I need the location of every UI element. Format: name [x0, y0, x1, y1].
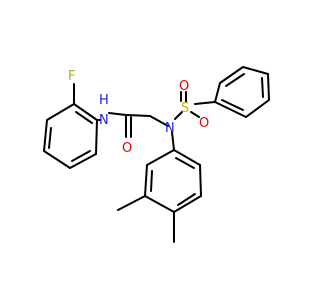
atom-n-sulfonamide: N — [165, 121, 175, 136]
bond-ch2-n — [149, 115, 169, 127]
dimethylphenyl-ring — [144, 149, 202, 213]
bond-s-phenyl — [194, 101, 216, 105]
molecule-svg: F H N O N S O O — [43, 66, 270, 243]
bond-carbonyl-ch2 — [125, 114, 151, 117]
atom-o-carbonyl: O — [122, 141, 132, 156]
fluorophenyl-ring — [43, 103, 98, 169]
atom-f: F — [68, 69, 75, 84]
atom-s: S — [181, 101, 189, 116]
atom-o-sulfonyl-1: O — [179, 79, 189, 94]
bond-nh-carbonyl — [108, 112, 127, 116]
bond-lines — [43, 66, 270, 243]
bond-n-s — [174, 111, 183, 120]
phenyl-ring — [214, 66, 270, 118]
bond-s-o2 — [190, 111, 200, 118]
atom-n-amide: N — [99, 113, 109, 128]
bond-n-aryl — [171, 131, 175, 151]
atom-o-sulfonyl-2: O — [199, 116, 209, 131]
structure-diagram: F H N O N S O O — [43, 66, 270, 243]
bond-methyl-3 — [117, 195, 146, 211]
atom-h-amide: H — [99, 93, 109, 108]
